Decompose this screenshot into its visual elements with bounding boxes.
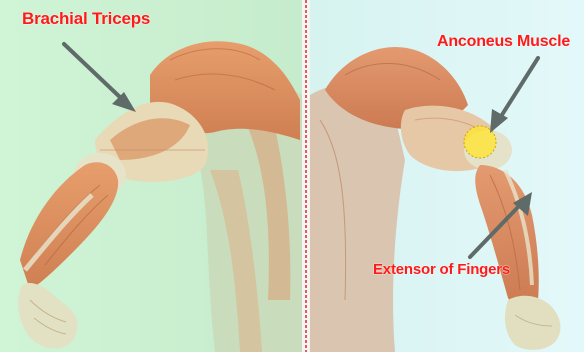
left-arm-illustration bbox=[0, 0, 302, 352]
right-panel-illustration bbox=[310, 0, 584, 352]
brachial-triceps-label: Brachial Triceps bbox=[22, 9, 150, 29]
extensor-of-fingers-label: Extensor of Fingers bbox=[373, 261, 510, 278]
right-arm-illustration bbox=[310, 0, 584, 352]
anconeus-muscle-label: Anconeus Muscle bbox=[437, 33, 570, 51]
panel-divider bbox=[302, 0, 310, 352]
left-panel-illustration bbox=[0, 0, 302, 352]
